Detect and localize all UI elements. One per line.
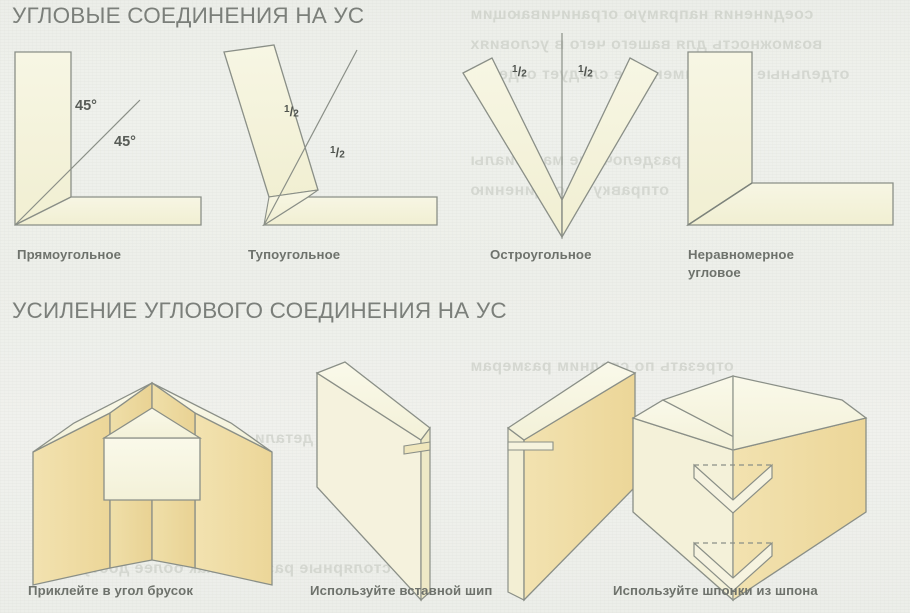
figure-right-angle-mitre (14, 51, 202, 227)
mitre-cut-line (14, 99, 141, 226)
fraction-label-half-obtuse-upper: 1/2 (284, 104, 299, 120)
angle-label-45-lower: 45° (114, 134, 136, 150)
figure-glue-corner-block (32, 381, 273, 586)
vertical-board (14, 51, 72, 227)
corner-block-top-face (101, 407, 203, 439)
left-board (462, 57, 563, 240)
mitre-cut-line (687, 182, 753, 226)
figure-acute-angle-mitre (462, 33, 659, 240)
spline-left-half (403, 441, 431, 455)
figure-loose-tenon-spline (315, 361, 637, 602)
right-board-mitre-face (507, 426, 525, 601)
left-board-mitre-face (420, 426, 431, 602)
spline-right-half (507, 441, 554, 451)
right-board-top-edge (506, 361, 637, 441)
fraction-label-half-obtuse-lower: 1/2 (330, 145, 345, 161)
caption-loose-tenon-spline: Используйте вставной шип (310, 583, 493, 598)
right-board (561, 57, 659, 240)
caption-uneven-angle: Неравномерное угловое (688, 247, 795, 280)
section-title-reinforcing: УСИЛЕНИЕ УГЛОВОГО СОЕДИНЕНИЯ НА УС (12, 298, 507, 323)
angle-label-45-upper: 45° (75, 98, 97, 114)
slanted-board (223, 44, 319, 198)
caption-glue-corner-block: Приклейте в угол брусок (28, 583, 194, 598)
fraction-label-half-acute-left: 1/2 (512, 64, 527, 80)
horizontal-board (14, 196, 202, 226)
section-title-mitre-joints: УГЛОВЫЕ СОЕДИНЕНИЯ НА УС (12, 3, 365, 28)
caption-veneer-keys: Используйте шпонки из шпона (613, 583, 818, 598)
corner-block-front-face (103, 437, 201, 501)
caption-obtuse-angle: Тупоугольное (248, 247, 341, 262)
figure-uneven-angle-joint (685, 51, 894, 227)
caption-right-angle: Прямоугольное (17, 247, 122, 262)
right-outer-face (194, 411, 273, 586)
fraction-label-half-acute-right: 1/2 (578, 64, 593, 80)
veneer-key-upper (693, 463, 773, 514)
mitre-cut-line (263, 49, 358, 226)
left-outer-face (32, 411, 111, 586)
figure-obtuse-angle-mitre (223, 44, 438, 227)
caption-acute-angle: Остроугольное (490, 247, 592, 262)
veneer-key-lower (693, 541, 773, 592)
figure-veneer-keys (631, 375, 868, 602)
